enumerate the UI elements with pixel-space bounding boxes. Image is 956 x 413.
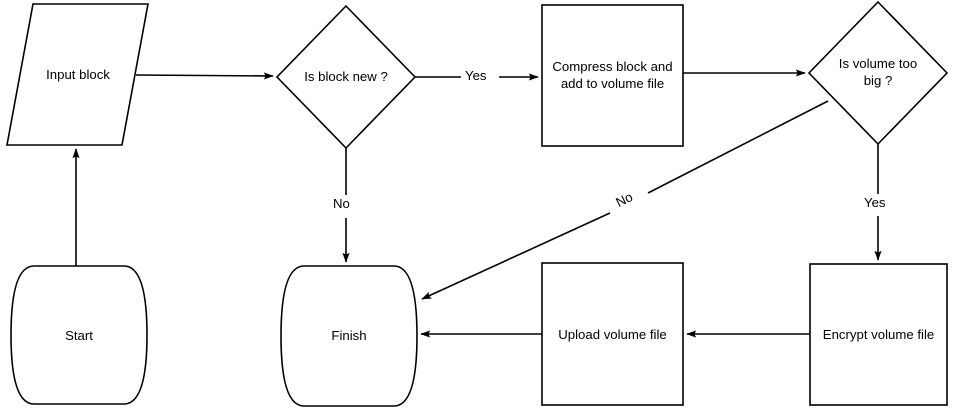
edge-isvolumebig-no-to-finish-a xyxy=(647,100,829,194)
node-encrypt-shape[interactable] xyxy=(809,263,948,406)
node-start-shape[interactable] xyxy=(10,265,148,405)
edge-isvolumebig-no-to-finish-b xyxy=(421,212,611,300)
node-upload-shape[interactable] xyxy=(541,262,684,406)
edge-label-isnew-no: No xyxy=(330,196,353,212)
edge-label-isnew-yes: Yes xyxy=(462,68,490,84)
node-input-block-shape[interactable] xyxy=(6,3,149,146)
node-finish-shape[interactable] xyxy=(280,265,418,407)
node-compress-shape[interactable] xyxy=(541,4,684,147)
edge-input-to-isnew xyxy=(135,72,274,80)
node-is-volume-big-shape[interactable] xyxy=(807,0,949,146)
edge-label-isvolumebig-yes: Yes xyxy=(861,195,889,211)
node-is-block-new-shape[interactable] xyxy=(275,4,417,150)
